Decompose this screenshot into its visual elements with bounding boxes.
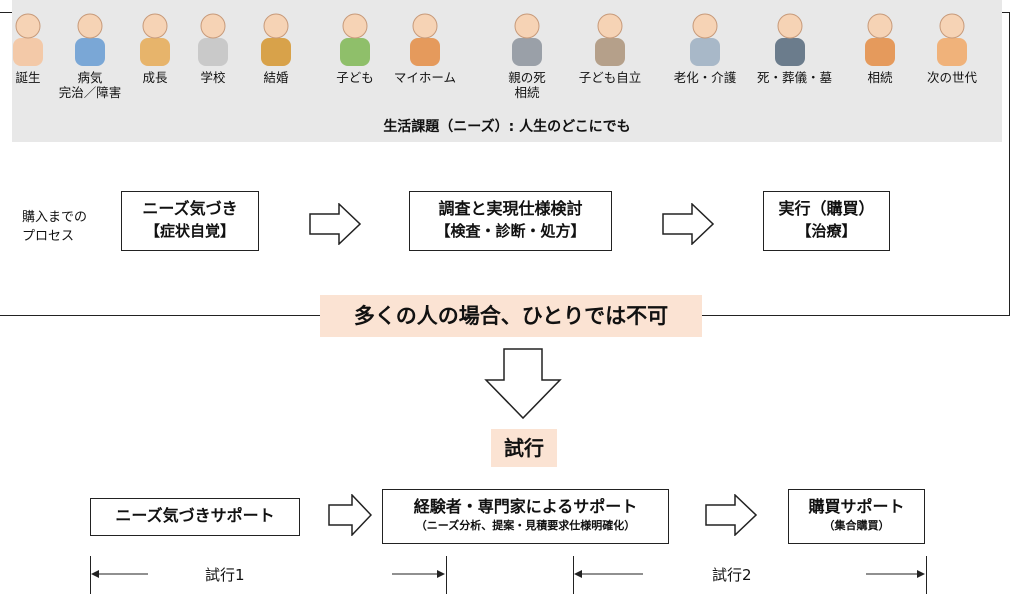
life-event-item: 病気完治／障害 <box>57 8 123 100</box>
arrow-right-small-icon <box>392 570 445 578</box>
step-2-title: 調査と実現仕様検討 <box>438 199 583 218</box>
life-event-item: 相続 <box>847 8 913 85</box>
step-execute-purchase: 実行（購買） 【治療】 <box>763 191 890 251</box>
step-3-sub: 【治療】 <box>796 222 857 240</box>
grave-inheritance-icon <box>512 13 542 66</box>
life-event-item: 老化・介護 <box>672 8 738 85</box>
life-event-label: 成長 <box>142 70 168 85</box>
life-event-label: 相続 <box>514 85 540 100</box>
life-event-label: 誕生 <box>15 70 41 85</box>
arrow-right-icon <box>662 203 714 245</box>
life-event-label: 子ども自立 <box>578 70 642 85</box>
process-label-line-1: 購入までの <box>22 210 88 225</box>
arrow-right-icon <box>705 494 757 536</box>
support-3-title: 購買サポート <box>808 497 905 516</box>
child-icon <box>140 13 170 66</box>
life-event-label: 老化・介護 <box>673 70 737 85</box>
life-event-label: マイホーム <box>393 70 457 85</box>
wheelchair-care-icon <box>690 13 720 66</box>
process-label: 購入までの プロセス <box>22 208 87 246</box>
step-3-title: 実行（購買） <box>778 199 875 218</box>
trial-2-right-tick <box>926 556 927 594</box>
step-1-title: ニーズ気づき <box>142 199 238 218</box>
trial-1-left-tick <box>90 556 91 594</box>
life-event-item: 子ども <box>322 8 388 85</box>
life-event-label: 病気 <box>77 70 103 85</box>
step-1-sub: 【症状自覚】 <box>144 222 235 240</box>
life-event-item: 誕生 <box>0 8 61 85</box>
school-building-icon <box>198 13 228 66</box>
family-children-icon <box>340 13 370 66</box>
callout-trial: 試行 <box>491 429 557 467</box>
funeral-portrait-icon <box>775 13 805 66</box>
step-2-sub: 【検査・診断・処方】 <box>435 222 586 240</box>
life-event-label: 完治／障害 <box>58 85 122 100</box>
life-event-item: 死・葬儀・墓 <box>757 8 833 85</box>
callout-not-alone: 多くの人の場合、ひとりでは不可 <box>320 295 702 337</box>
wedding-couple-icon <box>261 13 291 66</box>
arrow-left-icon <box>91 570 148 578</box>
support-3-sub: （集合購買） <box>823 519 890 532</box>
life-event-label: 親の死 <box>508 70 546 85</box>
life-events-band: 誕生病気完治／障害成長学校結婚子どもマイホーム親の死相続子ども自立老化・介護死・… <box>12 0 1002 142</box>
life-event-item: 成長 <box>122 8 188 85</box>
arrow-down-icon <box>484 348 562 420</box>
arrow-left-icon <box>574 570 643 578</box>
support-purchase: 購買サポート （集合購買） <box>788 489 925 544</box>
support-expert: 経験者・専門家によるサポート （ニーズ分析、提案・見積要求仕様明確化） <box>382 489 669 544</box>
step-needs-awareness: ニーズ気づき 【症状自覚】 <box>121 191 259 251</box>
house-icon <box>410 13 440 66</box>
trial-1-label: 試行1 <box>205 566 245 584</box>
life-event-item: 次の世代 <box>919 8 985 85</box>
doctor-patient-icon <box>75 13 105 66</box>
arrow-right-small-icon <box>866 570 925 578</box>
process-label-line-2: プロセス <box>22 229 75 244</box>
life-event-item: マイホーム <box>392 8 458 85</box>
support-1-title: ニーズ気づきサポート <box>115 506 275 525</box>
support-needs-awareness: ニーズ気づきサポート <box>90 498 300 536</box>
life-event-label: 子ども <box>336 70 374 85</box>
life-event-label: 学校 <box>200 70 226 85</box>
trial-1-right-tick <box>446 556 447 594</box>
arrow-right-icon <box>309 203 361 245</box>
arrow-right-icon <box>328 494 372 536</box>
life-event-label: 結婚 <box>263 70 289 85</box>
next-generation-family-icon <box>937 13 967 66</box>
support-2-title: 経験者・専門家によるサポート <box>413 497 638 516</box>
life-event-item: 学校 <box>180 8 246 85</box>
life-event-item: 子ども自立 <box>577 8 643 85</box>
support-2-sub: （ニーズ分析、提案・見積要求仕様明確化） <box>415 519 636 532</box>
life-event-label: 死・葬儀・墓 <box>757 70 833 85</box>
trial-2-label: 試行2 <box>712 566 752 584</box>
life-event-item: 結婚 <box>243 8 309 85</box>
baby-icon <box>13 13 43 66</box>
house-money-icon <box>865 13 895 66</box>
step-research-spec: 調査と実現仕様検討 【検査・診断・処方】 <box>409 191 612 251</box>
band-caption: 生活課題（ニーズ）: 人生のどこにでも <box>383 119 631 135</box>
trial-2-left-tick <box>573 556 574 594</box>
life-event-item: 親の死相続 <box>494 8 560 100</box>
life-event-label: 相続 <box>867 70 893 85</box>
elderly-graduate-icon <box>595 13 625 66</box>
life-event-label: 次の世代 <box>926 70 977 85</box>
